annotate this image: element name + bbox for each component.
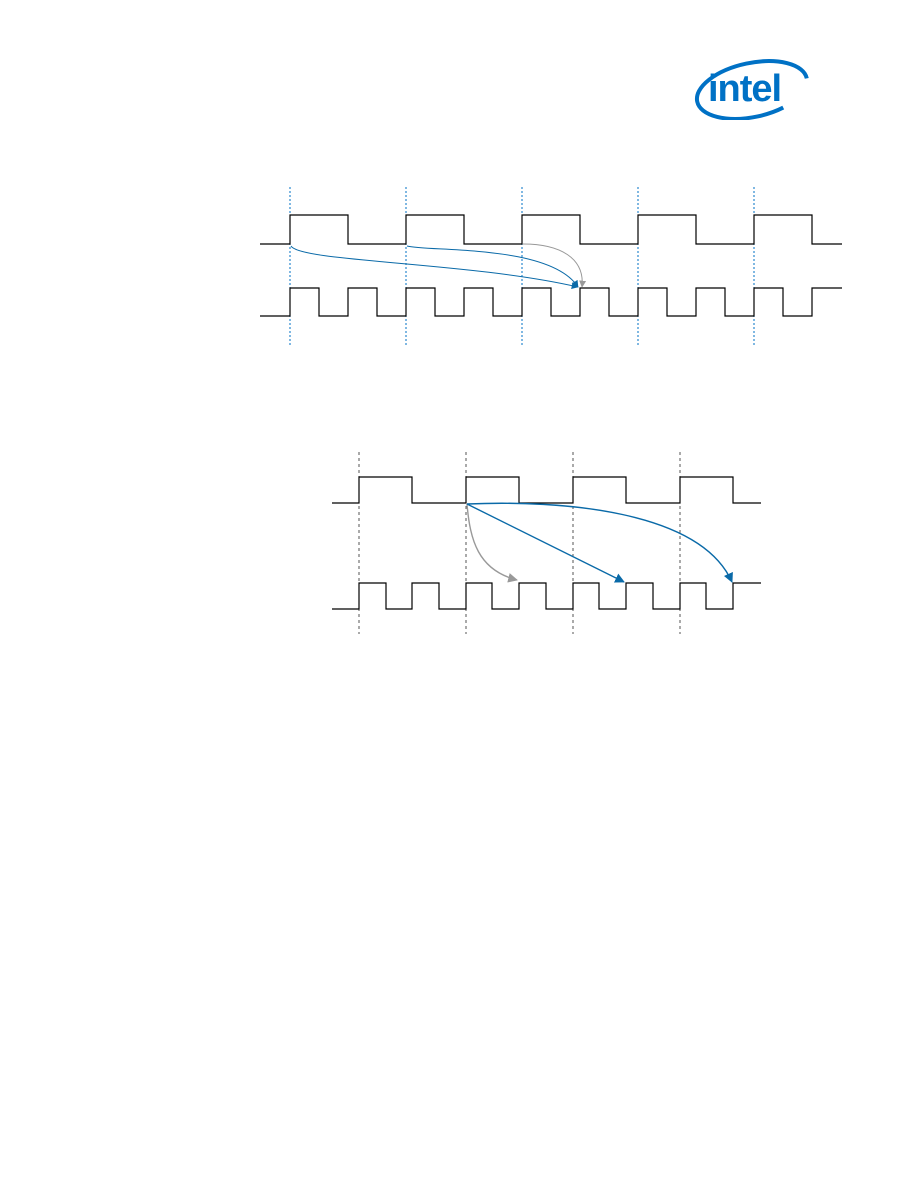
intel-logo: intel	[694, 59, 810, 120]
transfer-arrow-gray	[466, 503, 518, 583]
slow-clock-waveform-2	[332, 476, 761, 504]
fast-clock-waveform-1	[260, 287, 842, 317]
fast-clock-waveform-2	[332, 582, 761, 610]
transfer-arrow-blue	[406, 245, 579, 288]
intel-logo-swoosh	[694, 59, 810, 120]
intel-logo-text: intel	[708, 68, 781, 110]
transfer-arrow-blue	[290, 245, 579, 289]
transfer-arrow-blue	[466, 503, 625, 583]
transfer-arrow-blue	[466, 502, 733, 583]
edge-markers-1	[289, 187, 755, 347]
transfer-arrow-gray	[522, 243, 587, 288]
slow-clock-waveform-1	[260, 214, 842, 245]
